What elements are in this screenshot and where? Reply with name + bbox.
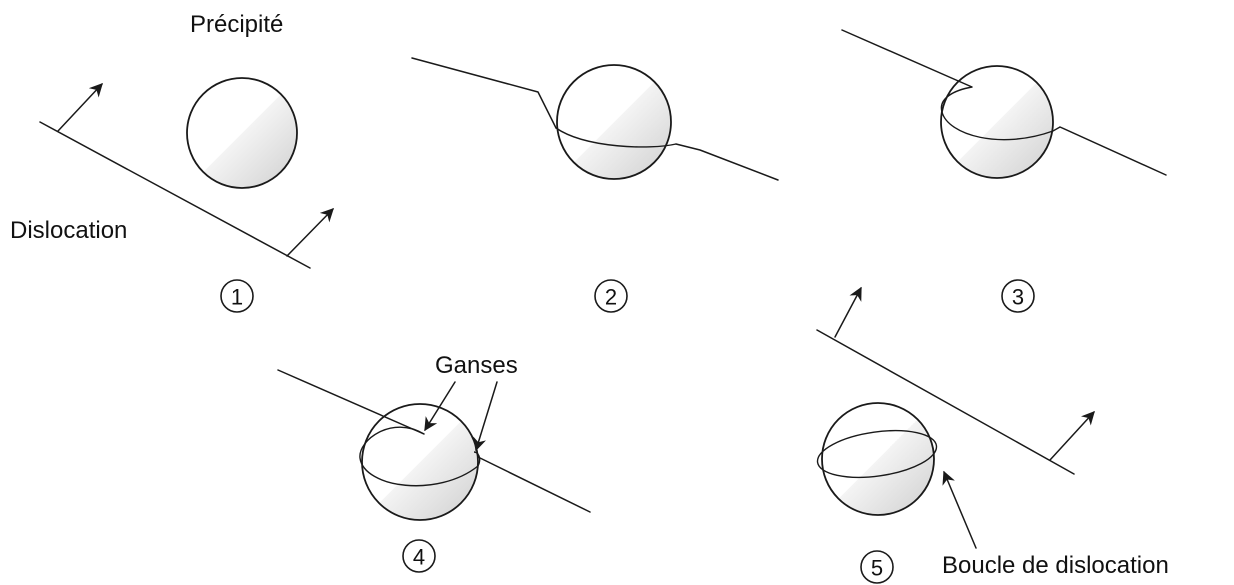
precipitate-sphere <box>940 65 1054 179</box>
motion-arrow <box>57 83 103 132</box>
stage-4: Ganses 4 <box>277 352 591 573</box>
stage-2: 2 <box>411 57 779 313</box>
stage-5: Boucle de dislocation 5 <box>816 286 1169 584</box>
dislocation-line <box>675 143 779 181</box>
dislocation-line <box>411 57 557 129</box>
stage-3: 3 <box>841 29 1167 313</box>
step-number: 3 <box>1012 285 1024 310</box>
precipitate-sphere <box>186 77 298 189</box>
step-number-badge <box>220 279 254 313</box>
dislocation-line <box>277 369 425 435</box>
motion-arrow <box>834 286 862 338</box>
dislocation-bow <box>555 127 677 148</box>
step-number: 4 <box>413 545 425 570</box>
dislocation-loop-label: Boucle de dislocation <box>942 552 1169 579</box>
dislocation-line <box>841 29 973 88</box>
step-number-badge <box>402 539 436 573</box>
step-number-badge <box>594 279 628 313</box>
dislocation-line <box>816 329 1075 475</box>
dislocation-wrap <box>940 86 1061 141</box>
step-number: 1 <box>231 285 243 310</box>
pointer-arrow <box>942 470 977 549</box>
precipitate-sphere <box>821 402 935 516</box>
precipitate-sphere <box>556 64 672 180</box>
stage-1: Précipité Dislocation 1 <box>10 11 334 313</box>
dislocation-loop-ring <box>816 429 938 479</box>
dislocation-line <box>1059 126 1167 176</box>
loops-label: Ganses <box>435 352 518 379</box>
step-number: 5 <box>871 556 883 581</box>
precipitate-sphere <box>361 403 479 521</box>
pointer-arrow <box>473 381 498 452</box>
step-number-badge <box>860 550 894 584</box>
precipitate-label: Précipité <box>190 11 283 38</box>
dislocation-line <box>477 456 591 513</box>
step-number: 2 <box>605 285 617 310</box>
dislocation-label: Dislocation <box>10 217 127 244</box>
dislocation-line <box>39 121 311 269</box>
step-number-badge <box>1001 279 1035 313</box>
pointer-arrow <box>424 381 456 432</box>
motion-arrow <box>286 208 334 257</box>
motion-arrow <box>1049 411 1095 461</box>
